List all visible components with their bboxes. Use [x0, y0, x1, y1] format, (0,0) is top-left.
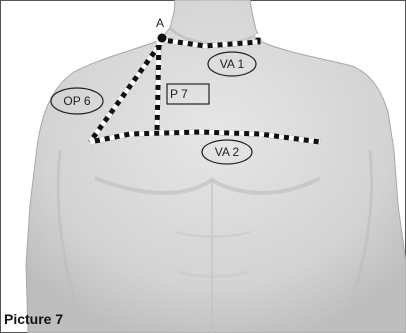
- point-a-marker: [158, 34, 167, 43]
- va1-label: VA 1: [220, 57, 245, 71]
- p7-label: P 7: [170, 87, 188, 101]
- va2-label: VA 2: [215, 145, 240, 159]
- op6-label: OP 6: [63, 94, 90, 108]
- figure-caption: Picture 7: [4, 311, 63, 327]
- point-a-label: A: [156, 16, 164, 30]
